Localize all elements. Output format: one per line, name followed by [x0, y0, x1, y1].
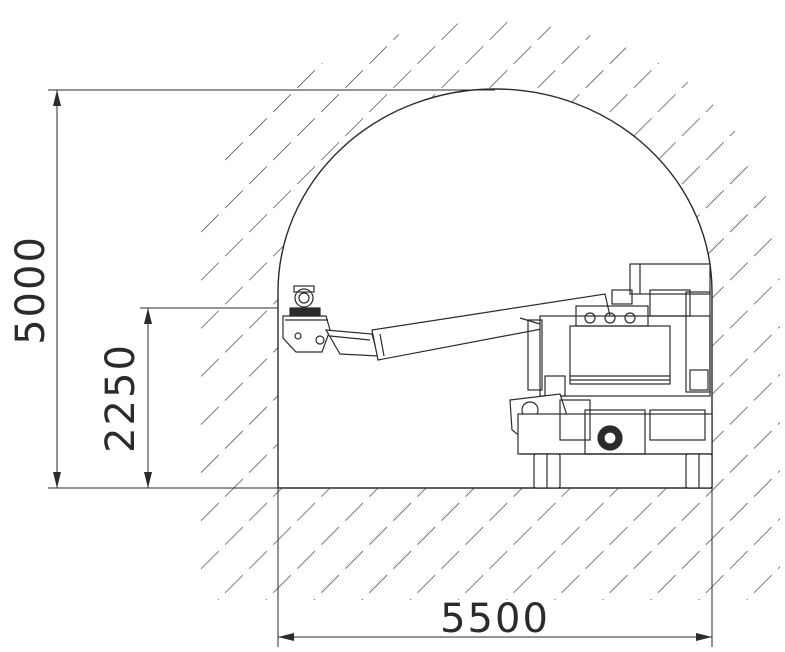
- dimension-height-boom: [140, 307, 278, 488]
- tunnel-profile: [277, 88, 713, 488]
- wheels: [533, 453, 713, 489]
- dimension-label-width-total: 5500: [440, 596, 550, 642]
- rock-hatching: [180, 0, 785, 600]
- dimension-width-total: [277, 488, 713, 647]
- dimension-label-height-boom: 2250: [98, 343, 144, 453]
- drill-head: [282, 285, 331, 353]
- dimension-height-total: [48, 89, 495, 489]
- boom-arm: [324, 293, 611, 361]
- dimension-label-height-total: 5000: [8, 235, 54, 345]
- carrier-body: [527, 263, 711, 397]
- drilling-rig: [282, 263, 713, 489]
